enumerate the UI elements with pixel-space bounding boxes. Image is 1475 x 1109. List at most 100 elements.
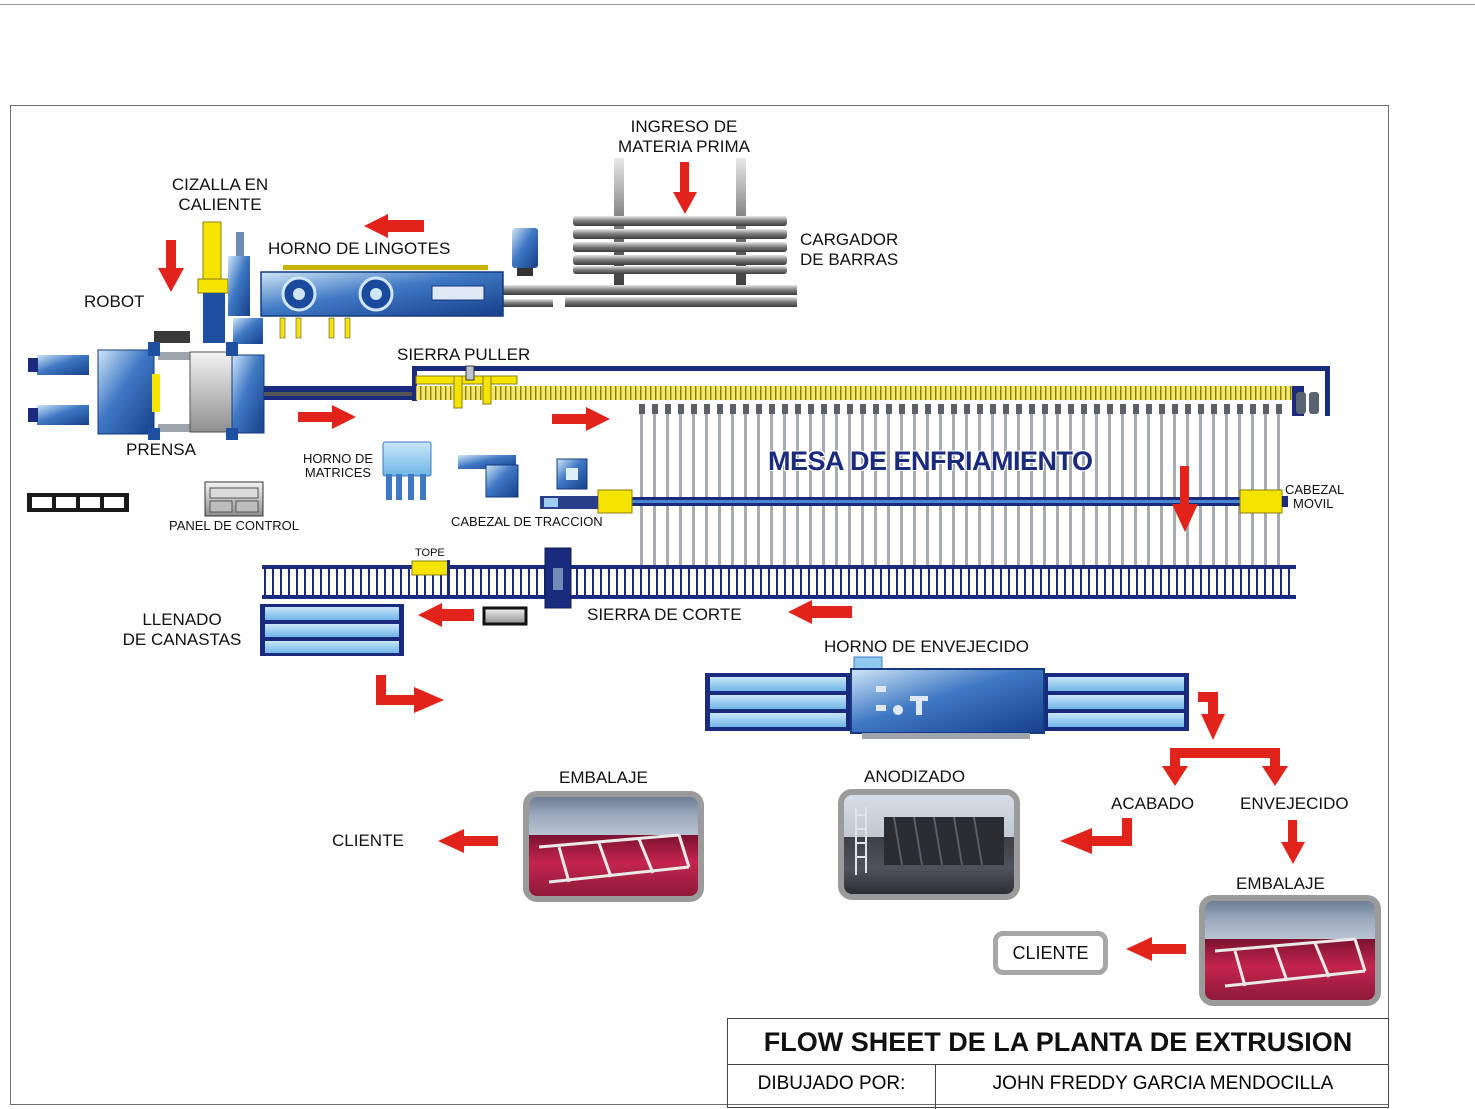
label-cabezal-movil: CABEZAL MOVIL: [1285, 483, 1344, 511]
label-ingreso-line1: INGRESO DE: [604, 117, 764, 137]
cooling-slat: [1082, 404, 1085, 567]
cooling-slat-head: [1042, 404, 1048, 414]
cooling-slat: [1212, 404, 1215, 567]
arrow-icon: [1162, 748, 1288, 786]
cooling-slat: [1277, 404, 1280, 567]
label-mesa-de-enfriamiento: MESA DE ENFRIAMIENTO: [768, 446, 1093, 477]
cooling-slat: [809, 404, 812, 567]
cooling-slat: [1251, 404, 1254, 567]
horno-de-matrices: [383, 442, 431, 500]
cooling-slat: [835, 404, 838, 567]
cooling-slat: [887, 404, 890, 567]
cooling-slat: [1121, 404, 1124, 567]
panel-de-control: [205, 482, 263, 516]
cooling-slat-head: [730, 404, 736, 414]
arrow-icon: [438, 829, 498, 853]
arrow-icon: [1198, 692, 1225, 740]
cooling-slat-head: [665, 404, 671, 414]
label-horno-matrices-line1: HORNO DE: [292, 452, 384, 466]
cooling-slat-head: [743, 404, 749, 414]
cooling-slat-head: [1198, 404, 1204, 414]
cooling-slat: [1095, 404, 1098, 567]
cooling-slat-head: [1159, 404, 1165, 414]
cooling-slat-head: [1185, 404, 1191, 414]
cooling-slat-head: [912, 404, 918, 414]
cooling-slat-head: [951, 404, 957, 414]
embalaje-rack-sketch: [529, 797, 698, 896]
cooling-slat: [770, 404, 773, 567]
label-llenado-line2: DE CANASTAS: [112, 630, 252, 650]
cooling-slat: [913, 404, 916, 567]
label-cizalla-line1: CIZALLA EN: [156, 175, 284, 195]
cooling-slat: [705, 404, 708, 567]
cooling-slat-head: [1172, 404, 1178, 414]
label-cargador-line2: DE BARRAS: [800, 250, 898, 270]
label-sierra-puller: SIERRA PULLER: [397, 345, 530, 365]
anodizado-rack-sketch: [844, 795, 1014, 894]
cooling-slat: [666, 404, 669, 567]
label-cizalla: CIZALLA EN CALIENTE: [156, 175, 284, 215]
cooling-slat-head: [1224, 404, 1230, 414]
label-sierra-corte: SIERRA DE CORTE: [587, 605, 742, 625]
embalaje-rack-sketch-right: [1205, 901, 1375, 1000]
cooling-slat-head: [1029, 404, 1035, 414]
cooling-slat: [926, 404, 929, 567]
cooling-slat-head: [782, 404, 788, 414]
cooling-slat: [1134, 404, 1137, 567]
cooling-slat-head: [1133, 404, 1139, 414]
label-horno-matrices: HORNO DE MATRICES: [292, 452, 384, 480]
arrow-icon: [1126, 937, 1186, 961]
horno-de-envejecido: [705, 657, 1189, 739]
arrow-icon: [158, 240, 184, 292]
arrow-icon: [364, 214, 424, 238]
title-block: FLOW SHEET DE LA PLANTA DE EXTRUSION DIB…: [727, 1018, 1389, 1108]
cooling-slat: [1264, 404, 1267, 567]
cooling-slat-head: [1237, 404, 1243, 414]
title-block-drawn-by-value: JOHN FREDDY GARCIA MENDOCILLA: [936, 1065, 1390, 1109]
cooling-slat: [1030, 404, 1033, 567]
arrow-icon: [673, 162, 697, 214]
cooling-slat: [991, 404, 994, 567]
cooling-slat: [1225, 404, 1228, 567]
arrow-icon: [1281, 820, 1305, 864]
cooling-slat: [757, 404, 760, 567]
label-cabezal-movil-line2: MOVIL: [1285, 497, 1344, 511]
cooling-slat-head: [756, 404, 762, 414]
arrow-icon: [788, 600, 852, 624]
cooling-slat: [1108, 404, 1111, 567]
cooling-slat: [1173, 404, 1176, 567]
sierra-puller-track: [412, 366, 1330, 416]
label-robot: ROBOT: [84, 292, 144, 312]
label-horno-lingotes: HORNO DE LINGOTES: [268, 239, 450, 259]
label-cabezal-movil-line1: CABEZAL: [1285, 483, 1344, 497]
label-acabado: ACABADO: [1111, 794, 1194, 814]
arrow-icon: [376, 675, 444, 713]
cooling-slat: [679, 404, 682, 567]
cooling-slat: [731, 404, 734, 567]
cooling-slat: [900, 404, 903, 567]
cooling-slat: [718, 404, 721, 567]
cooling-slat: [1043, 404, 1046, 567]
label-horno-matrices-line2: MATRICES: [292, 466, 384, 480]
llenado-de-canastas: [260, 604, 526, 656]
extrusion-line: [264, 386, 414, 400]
cooling-slat-head: [1016, 404, 1022, 414]
label-embalaje-right: EMBALAJE: [1236, 874, 1325, 894]
cooling-slat-head: [964, 404, 970, 414]
photo-icon: [523, 791, 704, 902]
cooling-slat-head: [886, 404, 892, 414]
cooling-slat-head: [925, 404, 931, 414]
cooling-slat: [1017, 404, 1020, 567]
label-cabezal-traccion: CABEZAL DE TRACCION: [451, 515, 603, 529]
cargador-de-barras: [503, 158, 797, 307]
prensa: [28, 331, 264, 440]
cooling-slat: [978, 404, 981, 567]
label-cargador-line1: CARGADOR: [800, 230, 898, 250]
cooling-slat-head: [899, 404, 905, 414]
cooling-slat-head: [834, 404, 840, 414]
cooling-slat-head: [639, 404, 645, 414]
cooling-slat-head: [652, 404, 658, 414]
cooling-slat-head: [873, 404, 879, 414]
cooling-slat-head: [691, 404, 697, 414]
cooling-slat-head: [808, 404, 814, 414]
